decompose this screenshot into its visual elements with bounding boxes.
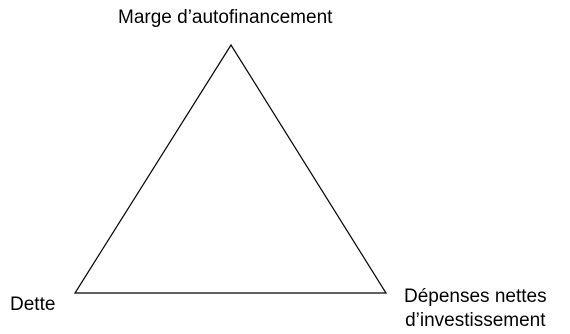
vertex-label-right: Dépenses nettes d’investissement [404,285,547,333]
vertex-label-right-line2: d’investissement [405,310,546,331]
vertex-label-top: Marge d’autofinancement [118,7,333,28]
vertex-label-right-line1: Dépenses nettes [404,286,547,307]
triangle-shape [73,43,388,294]
vertex-label-left: Dette [10,294,56,315]
